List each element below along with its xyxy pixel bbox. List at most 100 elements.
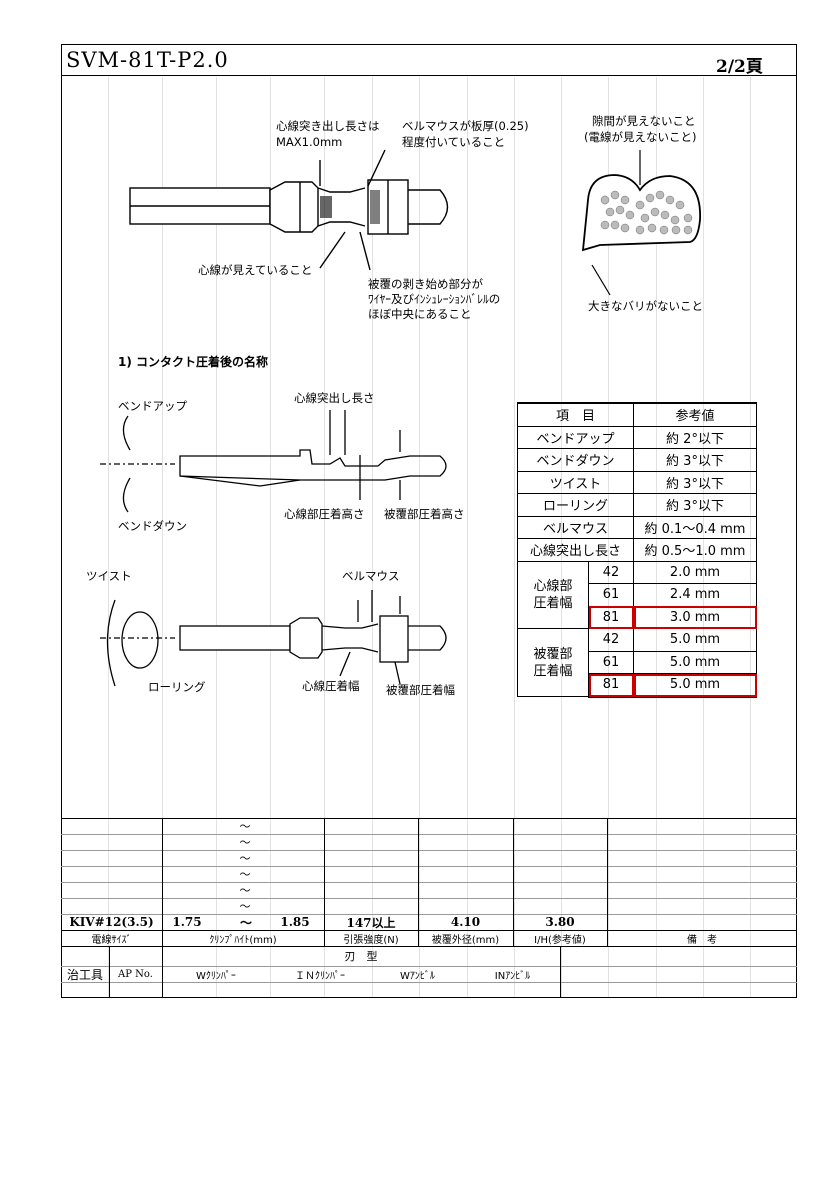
twist-label: ツイスト bbox=[86, 569, 132, 583]
w-anvil-label: Wｱﾝﾋﾞﾙ bbox=[400, 970, 435, 982]
ref-value: 2.4 mm bbox=[633, 583, 757, 607]
grid-line bbox=[419, 77, 420, 997]
ap-no-label: AP No. bbox=[118, 968, 153, 980]
grid-line bbox=[108, 77, 109, 997]
page-number: 2/2頁 bbox=[716, 57, 763, 77]
ref-size-highlighted: 81 bbox=[588, 673, 634, 698]
tilde: ～ bbox=[239, 884, 251, 897]
ref-value: 5.0 mm bbox=[633, 628, 757, 652]
col-tensile: 引張強度(N) bbox=[343, 934, 399, 946]
col-crimp-height: ｸﾘﾝﾌﾟﾊｲﾄ(mm) bbox=[209, 934, 277, 946]
header-divider bbox=[61, 75, 797, 76]
wire-crimp-width-label: 心線圧着幅 bbox=[302, 679, 360, 693]
spec-header-row: 電線ｻｲｽﾞ ｸﾘﾝﾌﾟﾊｲﾄ(mm) 引張強度(N) 被覆外径(mm) I/H… bbox=[61, 930, 797, 946]
ref-item: ローリング bbox=[517, 493, 634, 517]
ref-value: 約 2°以下 bbox=[633, 425, 757, 449]
ref-size: 61 bbox=[588, 650, 634, 674]
ref-size: 42 bbox=[588, 628, 634, 652]
grid-line bbox=[270, 77, 271, 997]
ref-value-highlighted: 3.0 mm bbox=[633, 605, 757, 629]
ref-item: ベンドダウン bbox=[517, 448, 634, 472]
tilde: ～ bbox=[239, 915, 252, 930]
tilde: ～ bbox=[239, 820, 251, 833]
ref-size: 61 bbox=[588, 583, 634, 607]
tilde: ～ bbox=[239, 900, 251, 913]
bellmouth-note-line1: ベルマウスが板厚(0.25) bbox=[402, 119, 529, 133]
strip-note-line2: ﾜｲﾔｰ及びｲﾝｼｭﾚｰｼｮﾝﾊﾞﾚﾙの bbox=[368, 292, 500, 306]
gap-note-line2: (電線が見えないこと) bbox=[584, 130, 696, 144]
crimp-height-max: 1.85 bbox=[280, 915, 310, 929]
ih-value: 3.80 bbox=[545, 915, 575, 929]
grid-line bbox=[324, 77, 325, 997]
ins-crimp-height-label: 被覆部圧着高さ bbox=[384, 507, 465, 521]
tilde: ～ bbox=[239, 852, 251, 865]
col-ih: I/H(参考値) bbox=[534, 934, 586, 946]
wire-crimp-height-label: 心線部圧着高さ bbox=[284, 507, 365, 521]
ref-value-highlighted: 5.0 mm bbox=[633, 673, 757, 698]
blade-label: 刃 型 bbox=[344, 950, 378, 963]
ref-size: 42 bbox=[588, 560, 634, 584]
reference-table: 項 目 参考値 ベンドアップ約 2°以下 ベンドダウン約 3°以下 ツイスト約 … bbox=[517, 402, 757, 698]
tilde: ～ bbox=[239, 868, 251, 881]
bend-down-label: ベンドダウン bbox=[118, 519, 187, 533]
ref-value: 約 3°以下 bbox=[633, 448, 757, 472]
bottom-rule bbox=[720, 997, 797, 998]
spec-row: ～ bbox=[61, 834, 797, 850]
group-line: 圧着幅 bbox=[533, 663, 573, 679]
ref-value: 約 3°以下 bbox=[633, 470, 757, 494]
protrusion-note-line1: 心線突き出し長さは bbox=[276, 119, 380, 133]
ref-item: 心線突出し長さ bbox=[517, 538, 634, 562]
grid-line bbox=[514, 77, 515, 997]
rolling-label: ローリング bbox=[148, 680, 206, 694]
ins-crimp-width-label: 被覆部圧着幅 bbox=[386, 683, 455, 697]
ins-crimp-width-group: 被覆部圧着幅 bbox=[517, 628, 589, 697]
ref-value: 5.0 mm bbox=[633, 650, 757, 674]
strip-note-line3: ほぼ中央にあること bbox=[368, 307, 472, 321]
crimp-diagram: 心線突き出し長さは MAX1.0mm ベルマウスが板厚(0.25) 程度付いてい… bbox=[86, 114, 703, 697]
tool-label: 治工具 bbox=[66, 967, 103, 982]
bellmouth-note-line2: 程度付いていること bbox=[402, 135, 505, 149]
tooling-blade-row: 刃 型 bbox=[61, 946, 797, 966]
wire-visible-note: 心線が見えていること bbox=[198, 263, 312, 277]
ref-size-highlighted: 81 bbox=[588, 605, 634, 629]
ref-value: 2.0 mm bbox=[633, 560, 757, 584]
spec-data-row: KIV#12(3.5) 1.75 ～ 1.85 147以上 4.10 3.80 bbox=[61, 914, 797, 930]
col-wire-size: 電線ｻｲｽﾞ bbox=[91, 934, 132, 946]
wire-size-value: KIV#12(3.5) bbox=[69, 915, 154, 929]
spec-row: ～ bbox=[61, 818, 797, 834]
in-anvil-label: INｱﾝﾋﾞﾙ bbox=[494, 970, 531, 982]
group-line: 心線部 bbox=[533, 578, 573, 594]
tilde: ～ bbox=[239, 836, 251, 849]
bellmouth-label: ベルマウス bbox=[342, 569, 400, 583]
gap-note-line1: 隙間が見えないこと bbox=[592, 114, 696, 128]
col-remarks: 備 考 bbox=[687, 934, 717, 946]
ref-item: ツイスト bbox=[517, 470, 634, 494]
ref-item: ベンドアップ bbox=[517, 425, 634, 449]
in-crimper-label: ＩＮｸﾘﾝﾊﾟｰ bbox=[295, 970, 345, 982]
w-crimper-label: Wｸﾘﾝﾊﾟｰ bbox=[196, 970, 236, 982]
crimp-height-min: 1.75 bbox=[172, 915, 202, 929]
group-line: 被覆部 bbox=[533, 646, 573, 662]
spec-row: ～ bbox=[61, 866, 797, 882]
grid-line bbox=[162, 77, 163, 997]
grid-line bbox=[216, 77, 217, 997]
wire-crimp-width-group: 心線部圧着幅 bbox=[517, 560, 589, 629]
doc-code: SVM-81T-P2.0 bbox=[66, 48, 229, 72]
col-ins-od: 被覆外径(mm) bbox=[431, 934, 500, 946]
group-line: 圧着幅 bbox=[533, 595, 573, 611]
ref-value: 約 0.5～1.0 mm bbox=[633, 538, 757, 562]
bend-up-label: ベンドアップ bbox=[118, 399, 187, 413]
strip-note-line1: 被覆の剥き始め部分が bbox=[368, 277, 483, 291]
ins-od-value: 4.10 bbox=[450, 915, 481, 929]
tensile-value: 147以上 bbox=[346, 915, 396, 930]
spec-row: ～ bbox=[61, 898, 797, 914]
section-title: 1) コンタクト圧着後の名称 bbox=[118, 354, 268, 369]
ref-value: 約 0.1～0.4 mm bbox=[633, 515, 757, 539]
tooling-header-row: 治工具 AP No. Wｸﾘﾝﾊﾟｰ ＩＮｸﾘﾝﾊﾟｰ Wｱﾝﾋﾞﾙ INｱﾝﾋ… bbox=[61, 966, 797, 982]
grid-line bbox=[372, 77, 373, 997]
burr-note: 大きなバリがないこと bbox=[588, 299, 703, 313]
ref-item: ベルマウス bbox=[517, 515, 634, 539]
ref-header-item: 項 目 bbox=[517, 402, 634, 427]
protrusion-length-label: 心線突出し長さ bbox=[294, 391, 375, 405]
protrusion-note-line2: MAX1.0mm bbox=[276, 135, 342, 149]
